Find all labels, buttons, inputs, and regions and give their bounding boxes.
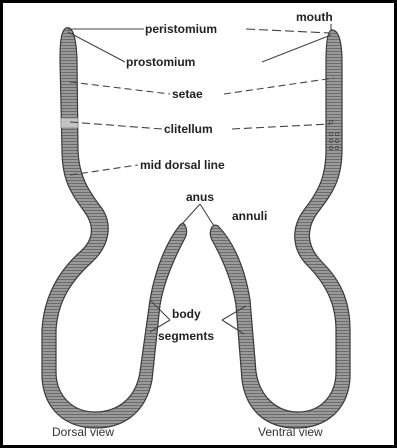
label-segments: segments	[158, 329, 214, 343]
label-peristomium: peristomium	[145, 22, 217, 36]
label-body: body	[172, 307, 201, 321]
label-mid-dorsal-line: mid dorsal line	[140, 158, 225, 172]
label-anus: anus	[186, 190, 214, 204]
caption-ventral-view: Ventral view	[258, 425, 323, 439]
label-setae: setae	[172, 87, 203, 101]
label-prostomium: prostomium	[126, 55, 195, 69]
label-clitellum: clitellum	[164, 122, 213, 136]
dorsal-clitellum	[61, 118, 78, 128]
label-annuli: annuli	[232, 209, 267, 223]
label-mouth: mouth	[296, 10, 333, 24]
caption-dorsal-view: Dorsal view	[52, 425, 114, 439]
